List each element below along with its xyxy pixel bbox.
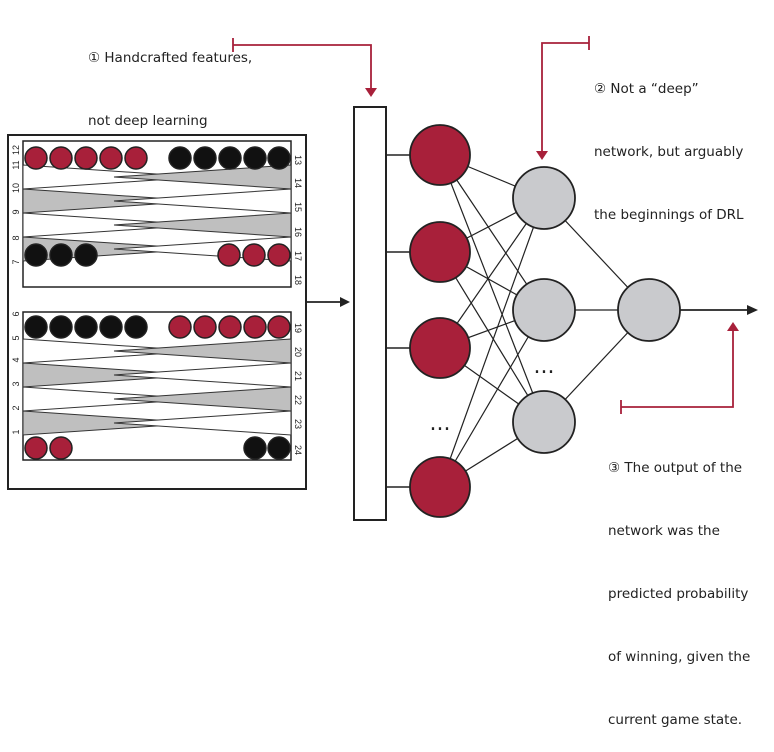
point-label: 22 bbox=[293, 395, 303, 405]
point-label: 1 bbox=[11, 429, 21, 434]
red-checker bbox=[124, 146, 148, 170]
checkers-row-7-18 bbox=[24, 243, 291, 267]
checkers-row-12-13 bbox=[24, 146, 291, 170]
callout-not-deep-network: ② Not a “deep” network, but arguably the… bbox=[594, 37, 744, 247]
point-label: 8 bbox=[11, 235, 21, 240]
point-label: 18 bbox=[293, 275, 303, 285]
right-bottom-point-labels: 19 20 21 22 23 24 bbox=[293, 323, 303, 455]
callout-line: ② Not a “deep” bbox=[594, 81, 699, 97]
output-arrow bbox=[680, 305, 758, 315]
callout-handcrafted-features: ① Handcrafted features, not deep learnin… bbox=[88, 6, 252, 153]
point-label: 16 bbox=[293, 227, 303, 237]
black-checker bbox=[74, 243, 98, 267]
board-bottom-triangles bbox=[22, 338, 292, 436]
black-checker bbox=[49, 315, 73, 339]
callout-1-leader bbox=[232, 38, 377, 97]
red-checker bbox=[49, 146, 73, 170]
point-label: 20 bbox=[293, 347, 303, 357]
black-checker bbox=[267, 146, 291, 170]
callout-network-output: ③ The output of the network was the pred… bbox=[608, 416, 750, 752]
vector-to-input-lines bbox=[386, 154, 410, 488]
checkers-row-6-19 bbox=[24, 315, 291, 339]
hidden-node bbox=[512, 390, 576, 454]
hidden-ellipsis: ... bbox=[534, 354, 555, 379]
output-node bbox=[617, 278, 681, 342]
black-checker bbox=[193, 146, 217, 170]
input-ellipsis: ... bbox=[430, 411, 451, 436]
black-checker bbox=[218, 146, 242, 170]
red-checker bbox=[243, 315, 267, 339]
point-label: 14 bbox=[293, 178, 303, 188]
callout-line: of winning, given the bbox=[608, 649, 751, 665]
left-bottom-point-labels: 6 5 4 3 2 1 bbox=[11, 311, 21, 434]
black-checker bbox=[24, 315, 48, 339]
callout-2-leader bbox=[536, 36, 590, 160]
board-frame bbox=[7, 134, 307, 490]
red-checker bbox=[218, 315, 242, 339]
point-label: 3 bbox=[11, 381, 21, 386]
callout-line: predicted probability bbox=[608, 586, 749, 602]
black-checker bbox=[74, 315, 98, 339]
board-top-half: 12 11 10 9 8 7 13 14 15 16 17 18 bbox=[11, 140, 303, 288]
board-to-features-arrow bbox=[306, 297, 350, 307]
red-checker bbox=[24, 146, 48, 170]
black-checker bbox=[99, 315, 123, 339]
hidden-node bbox=[512, 166, 576, 230]
black-checker bbox=[243, 146, 267, 170]
red-checker bbox=[242, 243, 266, 267]
input-node bbox=[409, 317, 471, 379]
point-label: 5 bbox=[11, 335, 21, 340]
black-checker bbox=[49, 243, 73, 267]
red-checker bbox=[267, 315, 291, 339]
callout-3-leader bbox=[620, 322, 739, 414]
black-checker bbox=[168, 146, 192, 170]
point-label: 21 bbox=[293, 371, 303, 381]
input-node bbox=[409, 456, 471, 518]
point-label: 15 bbox=[293, 202, 303, 212]
point-label: 17 bbox=[293, 251, 303, 261]
input-node bbox=[409, 221, 471, 283]
point-label: 13 bbox=[293, 155, 303, 165]
red-checker bbox=[49, 436, 73, 460]
point-label: 7 bbox=[11, 259, 21, 264]
point-label: 23 bbox=[293, 419, 303, 429]
input-layer: ... bbox=[409, 124, 471, 518]
point-label: 11 bbox=[11, 160, 21, 169]
red-checker bbox=[74, 146, 98, 170]
red-checker bbox=[267, 243, 291, 267]
red-checker bbox=[193, 315, 217, 339]
diagram-canvas: 12 11 10 9 8 7 13 14 15 16 17 18 bbox=[7, 36, 758, 521]
red-checker bbox=[99, 146, 123, 170]
checkers-row-1-24 bbox=[24, 436, 291, 460]
board-bottom-half: 6 5 4 3 2 1 19 20 21 22 23 24 bbox=[11, 311, 303, 461]
point-label: 4 bbox=[11, 357, 21, 362]
callout-line: network, but arguably bbox=[594, 144, 744, 160]
callout-line: the beginnings of DRL bbox=[594, 207, 744, 223]
callout-line: network was the bbox=[608, 523, 720, 539]
callout-line: ① Handcrafted features, bbox=[88, 50, 253, 66]
red-checker bbox=[24, 436, 48, 460]
red-checker bbox=[217, 243, 241, 267]
point-label: 12 bbox=[11, 145, 21, 155]
callout-line: ③ The output of the bbox=[608, 460, 743, 476]
right-top-point-labels: 13 14 15 16 17 18 bbox=[293, 155, 303, 285]
point-label: 9 bbox=[11, 209, 21, 214]
callout-line: not deep learning bbox=[88, 113, 208, 129]
black-checker bbox=[24, 243, 48, 267]
point-label: 2 bbox=[11, 405, 21, 410]
red-checker bbox=[168, 315, 192, 339]
black-checker bbox=[243, 436, 267, 460]
hidden-node bbox=[512, 278, 576, 342]
black-checker bbox=[124, 315, 148, 339]
callout-line: current game state. bbox=[608, 712, 743, 728]
point-label: 19 bbox=[293, 323, 303, 333]
input-node bbox=[409, 124, 471, 186]
black-checker bbox=[267, 436, 291, 460]
left-top-point-labels: 12 11 10 9 8 7 bbox=[11, 145, 21, 265]
point-label: 6 bbox=[11, 311, 21, 316]
hidden-layer: ... bbox=[512, 166, 576, 454]
point-label: 24 bbox=[293, 445, 303, 455]
point-label: 10 bbox=[11, 183, 21, 193]
feature-vector bbox=[353, 106, 387, 521]
